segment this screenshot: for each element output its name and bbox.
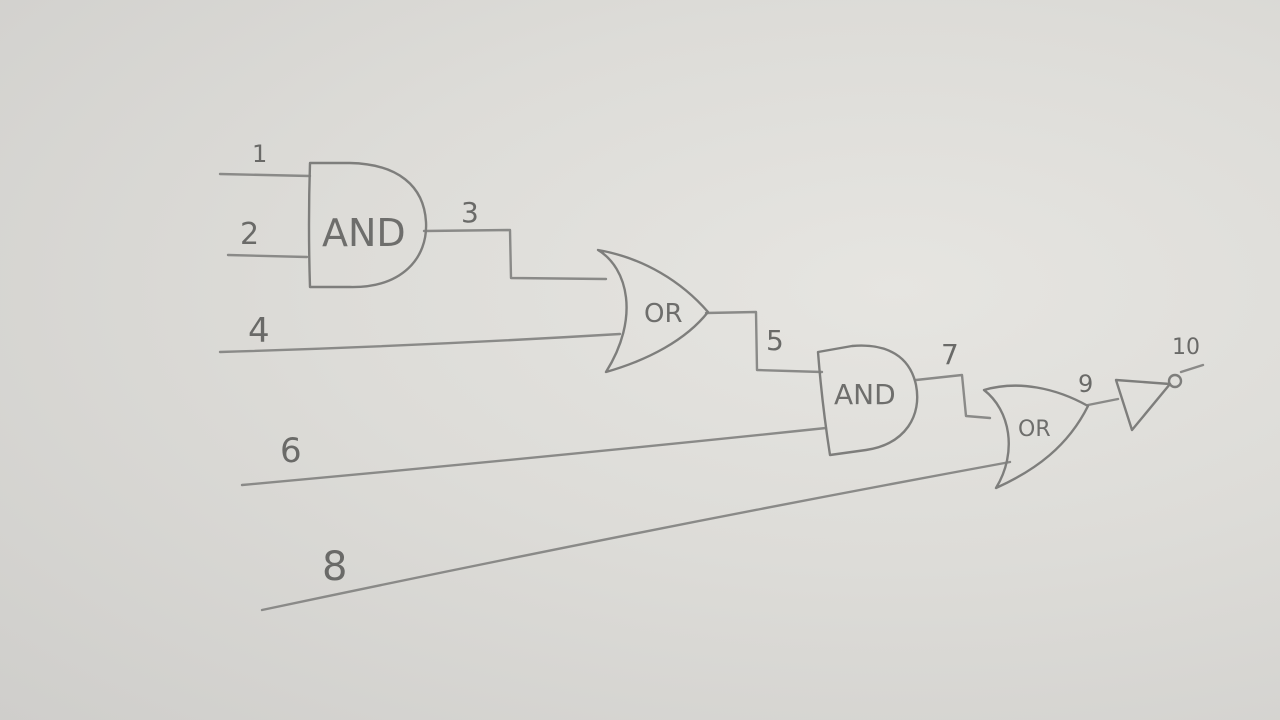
wire-2 (226, 253, 309, 259)
wire-label-9: 9 (1078, 370, 1093, 398)
or-gate-1-label: OR (644, 299, 683, 329)
wire-label-7: 7 (941, 338, 959, 371)
or-gate-2 (982, 384, 1090, 490)
and-gate-2-label: AND (834, 378, 896, 411)
wire-label-3: 3 (461, 196, 479, 229)
wire-label-2: 2 (240, 217, 259, 252)
or-gate-2-label: OR (1018, 417, 1051, 442)
wire-7 (914, 373, 992, 420)
wire-3 (422, 228, 608, 281)
wire-label-10: 10 (1172, 335, 1200, 360)
wire-label-1: 1 (252, 140, 267, 168)
wire-10 (1179, 363, 1205, 374)
and-gate-2 (816, 344, 919, 457)
wire-9 (1086, 397, 1120, 407)
and-gate-1-label: AND (322, 211, 406, 255)
not-gate (1114, 378, 1172, 432)
wire-8 (260, 460, 1012, 612)
wire-5 (704, 310, 824, 374)
not-gate-bubble (1167, 373, 1183, 389)
wire-4 (218, 332, 622, 354)
wire-label-8: 8 (322, 544, 347, 590)
wire-1 (218, 172, 312, 178)
wire-6 (240, 426, 828, 487)
wire-label-6: 6 (280, 431, 302, 471)
or-gate-1 (596, 248, 710, 374)
wire-label-5: 5 (766, 324, 784, 357)
and-gate-1 (307, 161, 428, 289)
wire-label-4: 4 (248, 311, 270, 351)
